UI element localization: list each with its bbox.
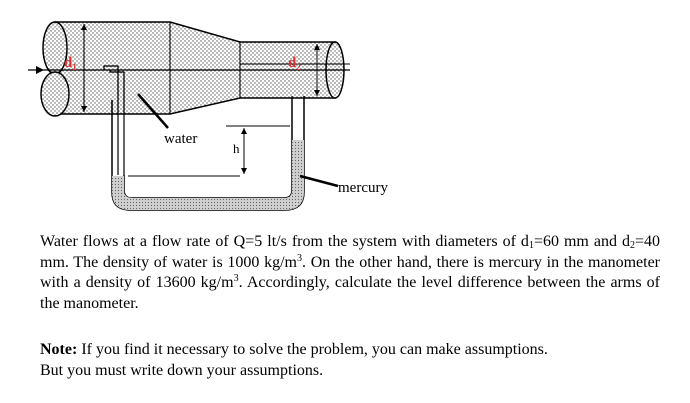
flow-arrow-icon [36,66,44,74]
problem-statement: Water flows at a flow rate of Q=5 lt/s f… [40,233,661,312]
h-arrow-bottom-icon [241,168,247,174]
pressure-tap-left [103,65,119,175]
note-line2: But you must write down your assumptions… [40,361,324,379]
pipe-left-cap [40,71,70,117]
mercury-fill [112,140,304,210]
venturi-manometer-diagram: d1 d2 h water mercury [28,21,388,211]
h-arrow-top-icon [241,128,247,134]
d2-arrow-top-icon [314,44,320,50]
d2-arrow-bottom-icon [314,90,320,96]
water-pointer [137,93,169,129]
d2-label: d2 [288,55,301,72]
pressure-tap-left-inner [109,70,125,175]
water-label: water [164,131,197,147]
mercury-label: mercury [338,180,388,196]
d1-arrow-bottom-icon [81,106,87,112]
h-label: h [233,141,240,156]
note-label: Note: [40,341,78,358]
note-line1: If you find it necessary to solve the pr… [77,341,548,358]
mercury-pointer [299,174,339,188]
d1-label: d1 [64,55,77,72]
d1-arrow-top-icon [81,24,87,30]
note-block: Note: If you find it necessary to solve … [40,340,660,381]
